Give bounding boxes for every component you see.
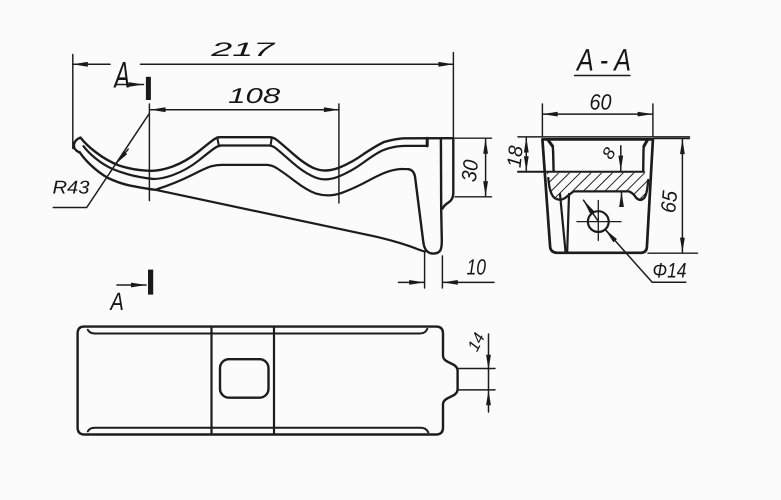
svg-text:14: 14 — [465, 330, 489, 354]
svg-text:30: 30 — [458, 158, 483, 183]
svg-text:10: 10 — [467, 255, 487, 280]
svg-text:217: 217 — [209, 39, 276, 61]
svg-text:A: A — [113, 55, 130, 96]
svg-text:8: 8 — [598, 144, 620, 163]
svg-text:60: 60 — [590, 90, 613, 115]
svg-text:108: 108 — [228, 84, 280, 108]
svg-text:65: 65 — [657, 189, 682, 214]
svg-text:Φ14: Φ14 — [653, 260, 687, 283]
svg-text:A: A — [109, 288, 124, 316]
svg-text:R43: R43 — [53, 177, 91, 198]
svg-text:18: 18 — [504, 145, 528, 169]
svg-text:A - A: A - A — [575, 43, 631, 78]
